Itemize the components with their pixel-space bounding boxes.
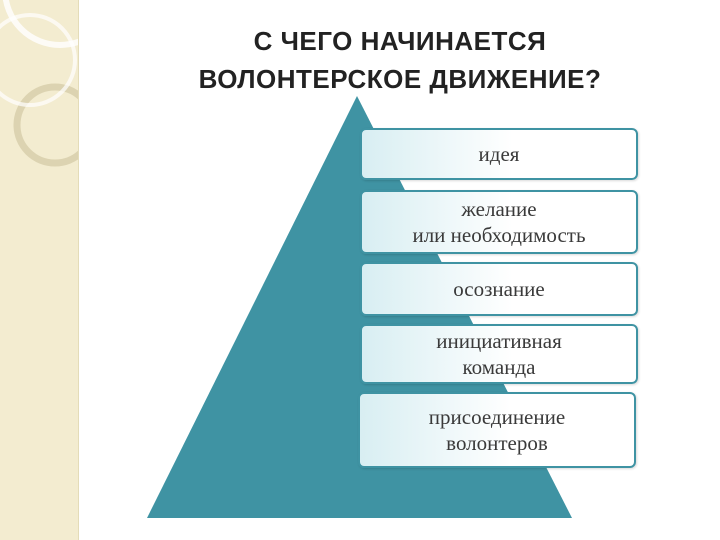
pyramid-level-desire: желание или необходимость (360, 190, 638, 254)
level-text: идея (478, 142, 520, 166)
level-text: осознание (453, 277, 545, 301)
level-text: желание (461, 197, 537, 221)
pyramid-level-team: инициативная команда (360, 324, 638, 384)
level-text: или необходимость (412, 223, 586, 247)
slide-title: С ЧЕГО НАЧИНАЕТСЯ ВОЛОНТЕРСКОЕ ДВИЖЕНИЕ? (150, 22, 650, 98)
decorative-circles-icon (0, 0, 78, 167)
title-line-2: ВОЛОНТЕРСКОЕ ДВИЖЕНИЕ? (198, 64, 602, 94)
level-text: инициативная (436, 329, 562, 353)
pyramid-level-idea: идея (360, 128, 638, 180)
level-text: присоединение (428, 405, 566, 429)
level-text: команда (462, 355, 536, 379)
title-line-1: С ЧЕГО НАЧИНАЕТСЯ (253, 26, 547, 56)
decorative-sidebar (0, 0, 79, 540)
pyramid-level-volunteers: присоединение волонтеров (358, 392, 636, 468)
pyramid-level-awareness: осознание (360, 262, 638, 316)
level-text: волонтеров (446, 431, 548, 455)
